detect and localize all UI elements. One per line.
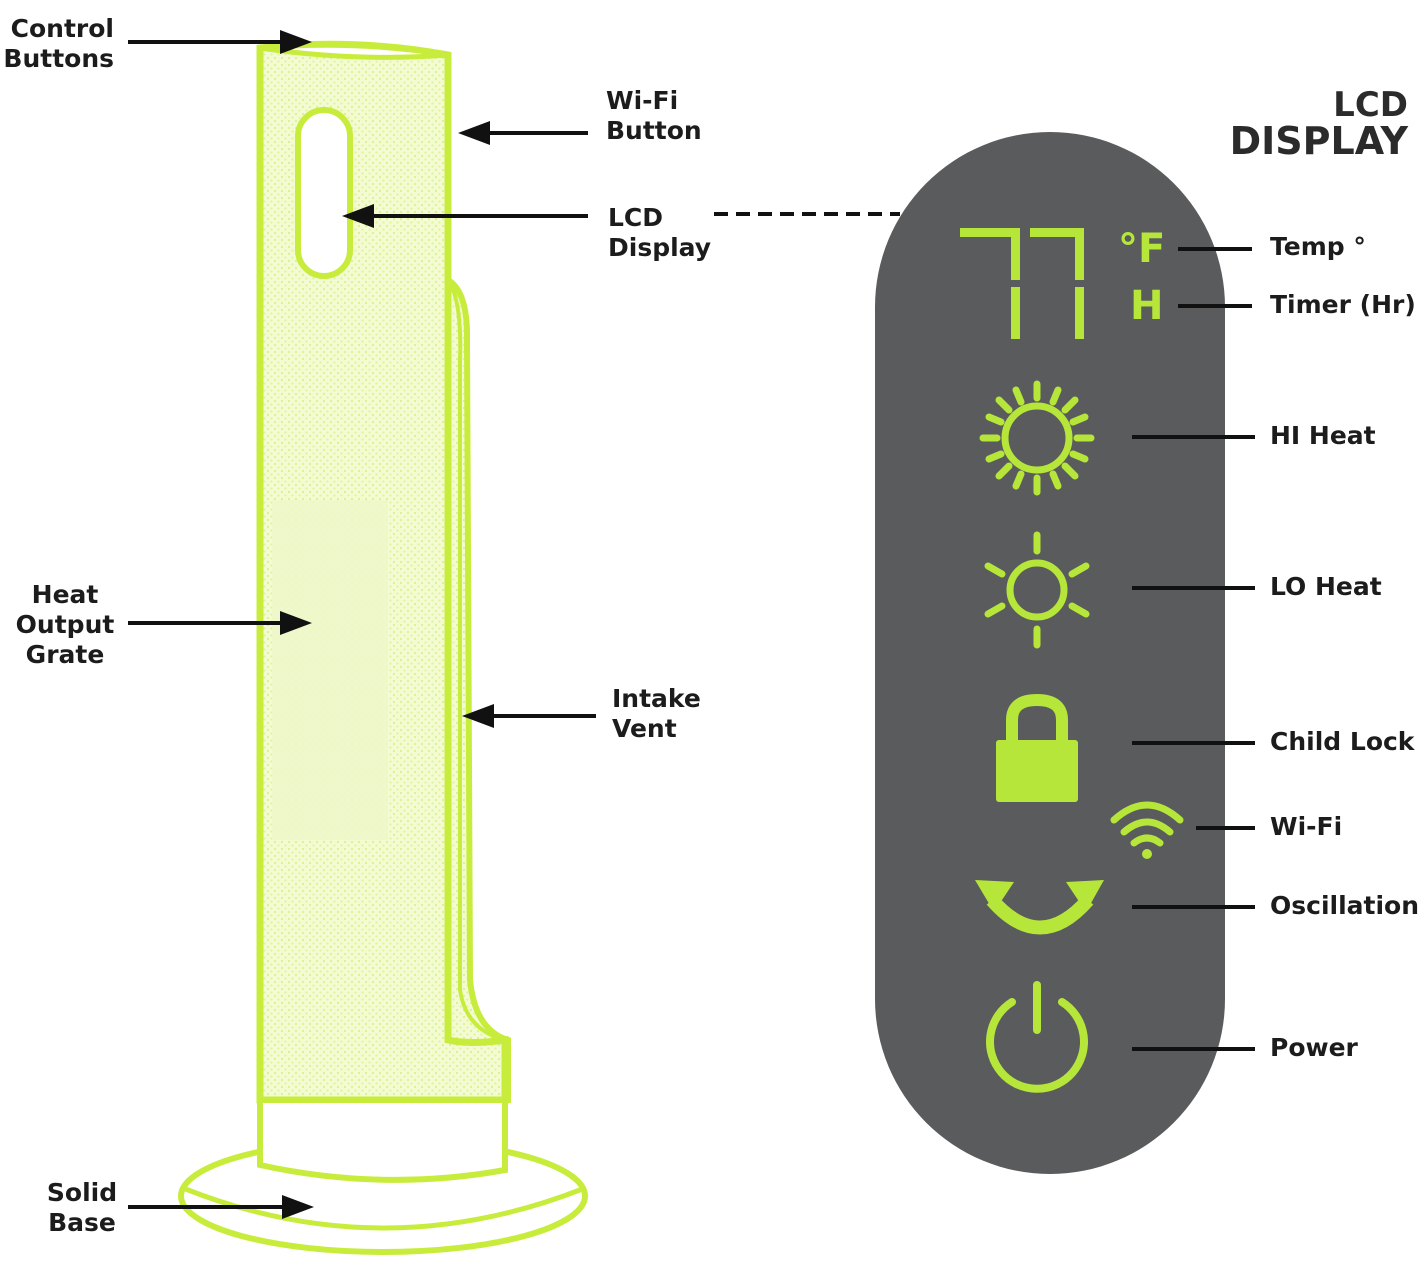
panel-label-hi-heat: HI Heat [1270,421,1376,450]
panel-label-child-lock: Child Lock [1270,727,1415,756]
panel-label-power: Power [1270,1033,1358,1062]
sun-lo-icon [984,531,1090,649]
wifi-icon [1110,801,1184,859]
panel-leaders [1132,247,1255,1051]
panel-label-timer: Timer (Hr) [1270,290,1416,319]
panel-label-lo-heat: LO Heat [1270,572,1382,601]
seven-segment-readout [960,228,1084,339]
sun-hi-icon [979,380,1095,496]
panel-label-temp: Temp ° [1270,232,1366,261]
panel-label-oscillation: Oscillation [1270,891,1420,920]
heat-output-grate [272,500,388,840]
lock-icon [996,693,1078,802]
temp-unit: °F [1118,226,1166,272]
timer-unit: H [1130,283,1164,329]
tower-lcd-window [295,107,353,279]
heater-tower [256,40,511,1183]
power-icon [986,981,1088,1093]
heater-pointers [128,30,596,1219]
lcd-panel [875,132,1225,1174]
oscillation-icon [975,880,1104,935]
panel-label-wifi: Wi-Fi [1270,812,1343,841]
